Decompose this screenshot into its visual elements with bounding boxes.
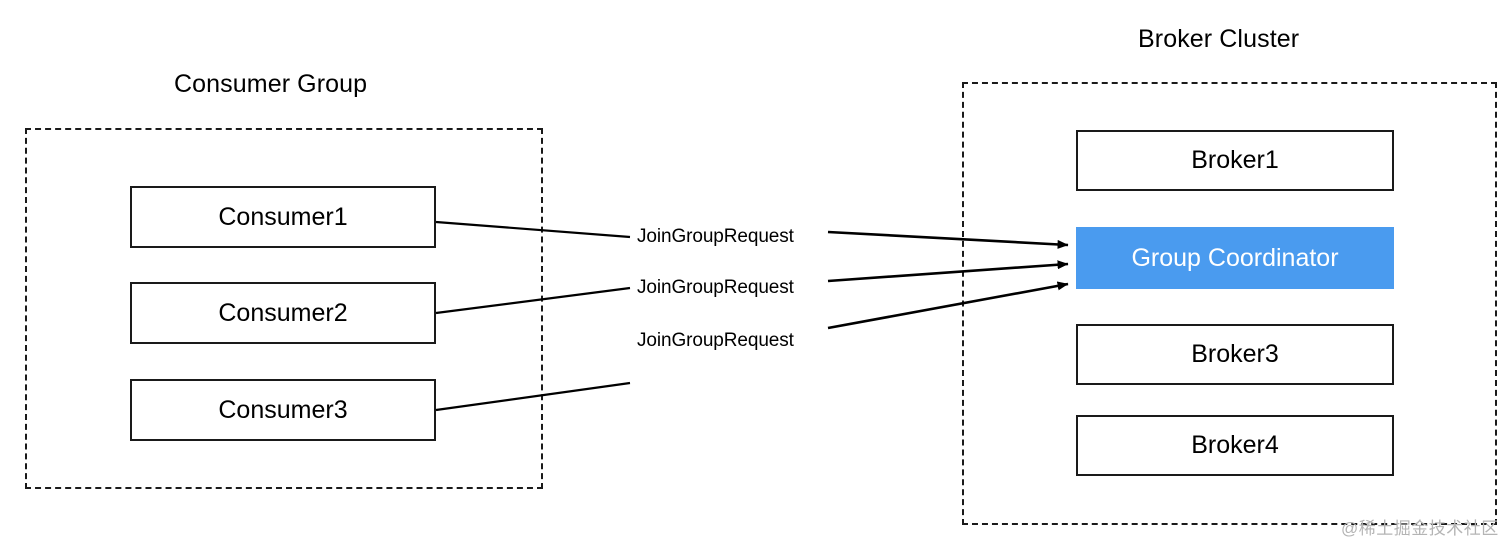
consumer-node-2-label: Consumer2 (218, 298, 348, 327)
broker-node-4[interactable]: Broker4 (1076, 415, 1394, 476)
edge-label-2: JoinGroupRequest (637, 277, 794, 298)
group-coordinator-node[interactable]: Group Coordinator (1076, 227, 1394, 289)
consumer-group-title: Consumer Group (174, 70, 368, 98)
broker-node-1[interactable]: Broker1 (1076, 130, 1394, 191)
group-coordinator-label: Group Coordinator (1131, 243, 1339, 272)
consumer-node-1-label: Consumer1 (218, 202, 348, 231)
broker-node-4-label: Broker4 (1191, 431, 1279, 459)
edge-label-1: JoinGroupRequest (637, 226, 794, 247)
broker-cluster-title: Broker Cluster (1138, 25, 1300, 53)
edge-label-3: JoinGroupRequest (637, 330, 794, 351)
broker-node-3-label: Broker3 (1191, 340, 1279, 368)
watermark: @稀土掘金技术社区 (1341, 519, 1499, 538)
broker-node-1-label: Broker1 (1191, 146, 1279, 174)
broker-node-3[interactable]: Broker3 (1076, 324, 1394, 385)
consumer-node-3[interactable]: Consumer3 (130, 379, 436, 441)
consumer-node-1[interactable]: Consumer1 (130, 186, 436, 248)
consumer-node-3-label: Consumer3 (218, 395, 348, 424)
consumer-node-2[interactable]: Consumer2 (130, 282, 436, 344)
